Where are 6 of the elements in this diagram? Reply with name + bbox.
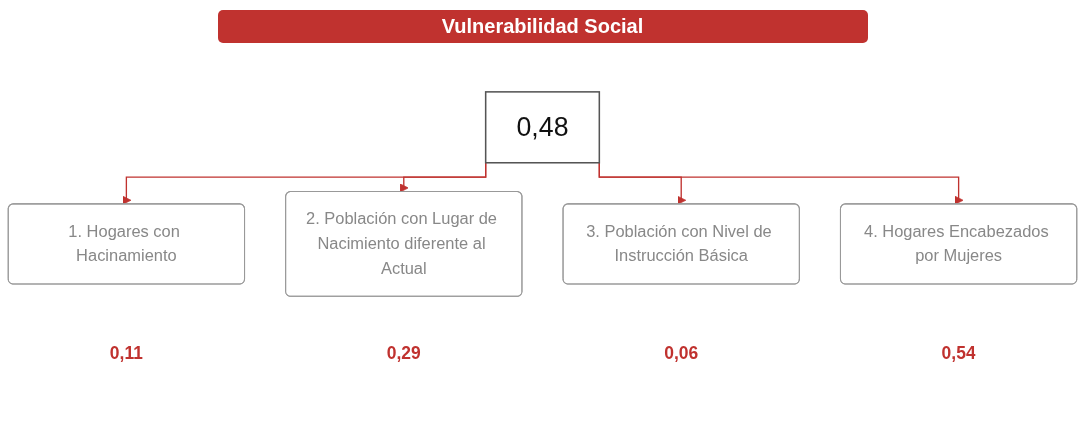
node-label: 0,06	[664, 343, 699, 364]
node-label: 0,29	[386, 343, 421, 364]
title-banner: Vulnerabilidad Social	[217, 10, 868, 43]
node-label: 0,11	[109, 343, 143, 364]
node-label: 0,54	[941, 343, 976, 364]
node-box: 0,48	[484, 91, 601, 164]
